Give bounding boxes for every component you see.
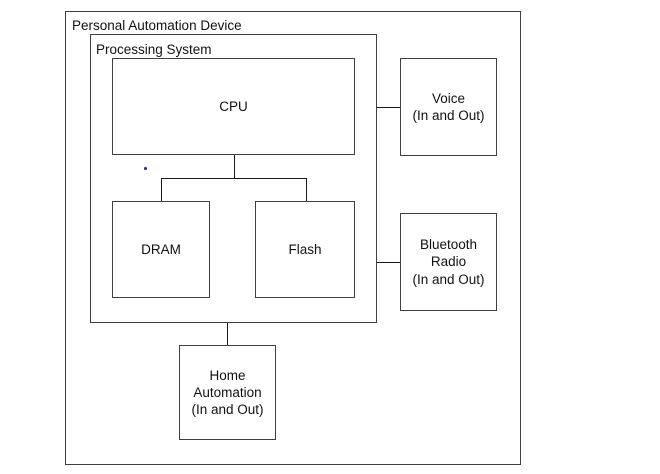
block-label-dram: DRAM [141, 241, 181, 258]
block-voice[interactable]: Voice (In and Out) [400, 58, 497, 156]
block-label-voice-line-0: Voice [431, 90, 465, 106]
connector-processing-system-to-home-automation [227, 323, 228, 346]
connector-processing-system-to-voice [377, 107, 401, 108]
block-home-automation[interactable]: Home Automation (In and Out) [179, 345, 276, 440]
block-label-bluetooth-radio: Bluetooth Radio (In and Out) [412, 236, 484, 288]
block-cpu[interactable]: CPU [112, 58, 355, 155]
container-processing-system [90, 34, 377, 323]
block-label-bluetooth-radio-line-2: (In and Out) [412, 271, 485, 287]
block-bluetooth-radio[interactable]: Bluetooth Radio (In and Out) [400, 213, 497, 311]
block-label-voice: Voice (In and Out) [412, 90, 484, 125]
connector-memory-bus-to-dram [161, 178, 162, 202]
block-label-bluetooth-radio-line-1: Radio [430, 254, 467, 270]
block-label-flash-line-0: Flash [288, 241, 322, 257]
connector-cpu-to-memory-bus [234, 155, 235, 179]
block-label-dram-line-0: DRAM [141, 241, 181, 257]
block-label-cpu-line-0: CPU [219, 98, 248, 114]
block-label-voice-line-1: (In and Out) [412, 108, 485, 123]
container-label-processing-system: Processing System [96, 42, 212, 57]
block-label-cpu: CPU [219, 98, 248, 115]
block-dram[interactable]: DRAM [112, 201, 210, 298]
block-label-home-automation-line-2: (In and Out) [191, 402, 264, 418]
block-label-home-automation-line-0: Home [209, 367, 246, 383]
block-label-home-automation: Home Automation (In and Out) [191, 367, 263, 419]
connector-memory-bus [161, 178, 307, 179]
block-flash[interactable]: Flash [255, 201, 355, 298]
block-label-home-automation-line-1: Automation [193, 384, 262, 400]
block-label-bluetooth-radio-line-0: Bluetooth [419, 237, 478, 253]
stray-dot-artifact [144, 167, 147, 170]
block-label-flash: Flash [288, 241, 321, 258]
connector-processing-system-to-bluetooth-radio [377, 262, 401, 263]
container-personal-automation-device [65, 11, 521, 465]
connector-memory-bus-to-flash [306, 178, 307, 202]
container-label-personal-automation-device: Personal Automation Device [72, 18, 242, 33]
